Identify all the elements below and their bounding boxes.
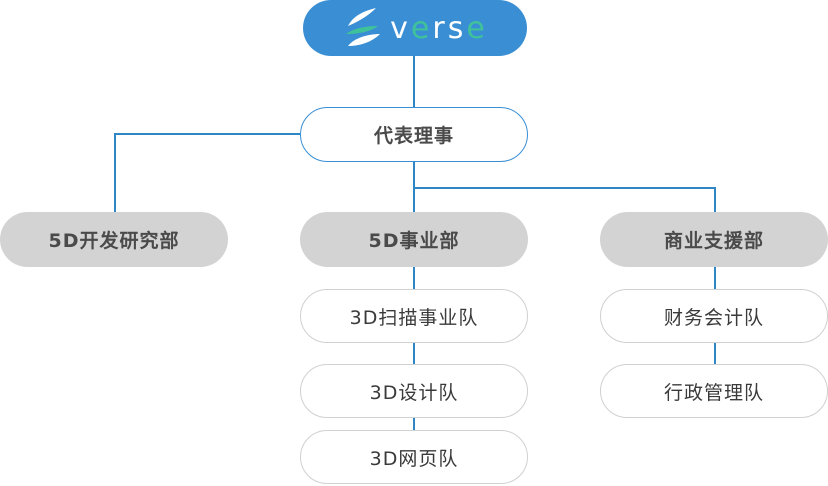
- connector-right-2: [714, 343, 716, 364]
- connector-mid-1: [413, 267, 415, 289]
- connector-mid-3: [413, 418, 415, 430]
- connector-rep-left-h: [114, 133, 300, 135]
- connector-rep-left-v: [114, 133, 116, 212]
- brand-letter: v: [390, 10, 411, 46]
- connector-logo-rep: [413, 56, 415, 107]
- representative-node: 代表理事: [300, 107, 528, 162]
- dept-5d-business: 5D事业部: [300, 212, 528, 267]
- brand-letter: r: [432, 10, 448, 46]
- brand-letter: s: [447, 10, 467, 46]
- dept-label: 5D事业部: [368, 230, 460, 252]
- team-label: 3D设计队: [369, 381, 459, 404]
- team-3d-design: 3D设计队: [300, 364, 528, 418]
- dept-5d-research: 5D开发研究部: [0, 212, 228, 267]
- team-label: 财务会计队: [663, 306, 764, 329]
- dept-label: 5D开发研究部: [48, 230, 180, 252]
- team-finance: 财务会计队: [600, 289, 828, 343]
- team-admin: 行政管理队: [600, 364, 828, 418]
- leaf-logo-icon: [346, 8, 381, 46]
- team-label: 3D扫描事业队: [349, 306, 479, 329]
- team-label: 行政管理队: [663, 381, 764, 404]
- dept-business-support: 商业支援部: [600, 212, 828, 267]
- team-3d-scan: 3D扫描事业队: [300, 289, 528, 343]
- dept-label: 商业支援部: [663, 230, 764, 252]
- connector-rep-right-h: [413, 187, 715, 189]
- team-label: 3D网页队: [369, 447, 459, 470]
- representative-label: 代表理事: [373, 125, 454, 147]
- team-3d-web: 3D网页队: [300, 430, 528, 484]
- brand-letter: e: [410, 10, 433, 46]
- brand-letter: e: [466, 10, 488, 46]
- connector-rep-right-v: [714, 187, 716, 212]
- connector-right-1: [714, 267, 716, 289]
- connector-mid-2: [413, 343, 415, 364]
